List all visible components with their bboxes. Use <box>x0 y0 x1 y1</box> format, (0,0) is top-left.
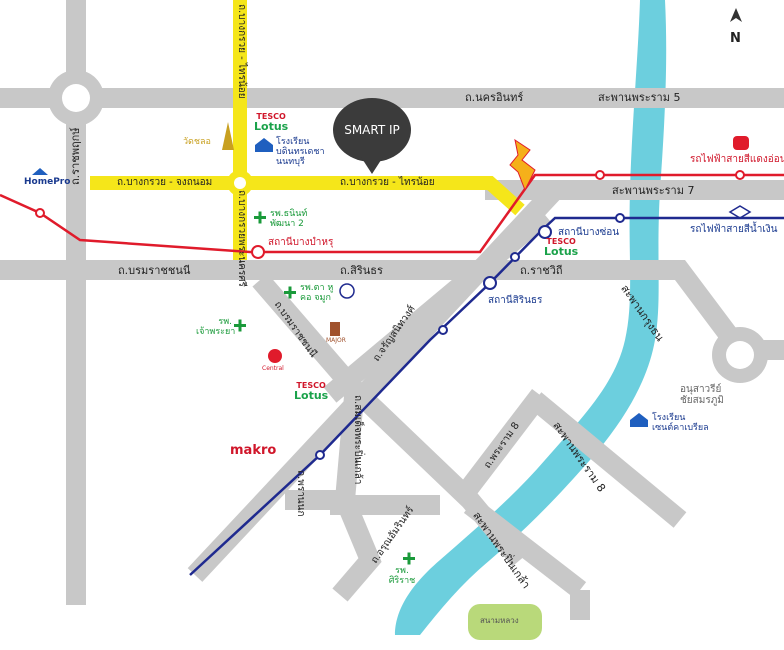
road-phrapinklao-bridge <box>463 497 587 598</box>
line-label-red: รถไฟฟ้าสายสีแดงอ่อน <box>690 154 784 165</box>
tesco-1-bottom: Lotus <box>254 120 289 133</box>
road-rama8-bridge <box>528 392 687 528</box>
road-yellow-horizontal <box>90 176 525 216</box>
road-charansanitwong <box>323 207 552 403</box>
poi-hospital-siriraj: รพ. ศิริราช <box>388 566 416 586</box>
north-label: N <box>730 31 741 46</box>
red-line-stop <box>735 170 745 180</box>
red-line-stop <box>595 170 605 180</box>
red-line-stop <box>35 208 45 218</box>
poi-school-setthabutra: โรงเรียน เซนต์คาเบรียล <box>652 413 709 433</box>
road-label-bangkruai-sainoi: ถ.บางกรวย - ไทรน้อย <box>340 177 435 188</box>
blue-line-stop <box>438 325 448 335</box>
tesco-3-top: TESCO <box>546 237 576 246</box>
sanam-luang-park <box>468 604 542 640</box>
blue-line-stop <box>510 252 520 262</box>
hospital-cross <box>238 319 242 332</box>
blue-line-stop <box>615 213 625 223</box>
roundabout-victory-inner <box>726 341 754 369</box>
road-label-nakarin: ถ.นครอินทร์ <box>465 91 524 104</box>
poi-central: Central <box>262 365 284 372</box>
central-icon <box>268 349 282 363</box>
lightning-icon <box>509 138 536 192</box>
road-label-ratchawithi: ถ.ราชวิถี <box>520 264 563 277</box>
major-icon <box>330 322 340 336</box>
poi-sanamluang: สนามหลวง <box>480 616 519 625</box>
station-label-bangbamru: สถานีบางบำหรุ <box>268 237 334 248</box>
road-label-somdetphrapinklao: ถ.สมเด็จพระปิ่นเกล้า <box>352 395 363 485</box>
road-label-bangkruai-sainoi-vertical: ถ.บางกรวย - ไทรน้อย <box>236 4 247 99</box>
road-rama8-road <box>452 388 548 507</box>
station-label-sirindhorn: สถานีสิรินธร <box>488 295 543 306</box>
road-label-boromratchachonnani: ถ.บรมราชชนนี <box>118 264 191 277</box>
poi-makro: makro <box>230 443 277 458</box>
temple-icon <box>222 122 234 150</box>
poi-school-nonthaburi: โรงเรียน บดินทรเดชา นนทบุรี <box>276 137 325 167</box>
poi-hospital-tawiwat: รพ.ตา หู คอ จมูก <box>300 283 334 303</box>
tesco-2-top: TESCO <box>296 381 326 390</box>
tesco-2-bottom: Lotus <box>294 389 329 402</box>
hospital-cross <box>288 286 292 299</box>
red-train-icon <box>733 136 749 150</box>
poi-hospital-phatthana: รพ.ธนินท์ พัฒนา 2 <box>270 209 308 229</box>
bridge-label-rama5: สะพานพระราม 5 <box>598 91 681 104</box>
road-label-sirindhorn: ถ.สิรินธร <box>340 264 383 277</box>
poi-victory-monument: อนุสาวรีย์ ชัยสมรภูมิ <box>680 384 724 406</box>
blue-line-station-sirindhorn <box>483 276 497 290</box>
tesco-1-top: TESCO <box>256 112 286 121</box>
line-label-blue: รถไฟฟ้าสายสีน้ำเงิน <box>690 224 778 235</box>
station-label-bangson: สถานีบางซ่อน <box>558 227 620 238</box>
road-label-phrannok: ถ.พรานนก <box>295 470 306 517</box>
school-icon-2 <box>630 413 648 427</box>
poi-hospital-chaophraya: รพ. เจ้าพระยา <box>196 317 236 337</box>
bridge-label-rama7: สะพานพระราม 7 <box>612 184 695 197</box>
poi-watchalo: วัดชลอ <box>183 137 211 147</box>
blue-train-icon <box>728 205 752 219</box>
school-icon <box>255 138 273 152</box>
red-line-station-bangbamru <box>251 245 265 259</box>
roundabout-west-inner <box>62 84 90 112</box>
poi-major: MAJOR <box>326 337 346 344</box>
hospital-cross <box>258 211 262 224</box>
smart-ip-marker-pointer <box>361 157 383 174</box>
roundabout-yellow-inner <box>234 177 246 189</box>
smart-ip-marker[interactable]: SMART IP <box>333 98 411 162</box>
north-arrow-icon <box>730 8 742 22</box>
poi-homepro: HomePro <box>24 177 71 187</box>
tesco-3-bottom: Lotus <box>544 245 579 258</box>
blue-line-stop <box>315 450 325 460</box>
road-label-bangkruai-chongthanom: ถ.บางกรวย - จงถนอม <box>117 177 213 188</box>
homepro-icon <box>32 168 48 175</box>
hospital-cross <box>407 552 411 565</box>
t-logo-icon <box>339 283 355 299</box>
chao-phraya-river <box>395 0 667 635</box>
road-somdet <box>332 384 382 602</box>
road-label-bangkruai-south: ถ.บางกรวยพระนครศรี <box>236 190 247 287</box>
blue-line-station-bangson <box>538 225 552 239</box>
road-label-ratchaphruek: ถ.ราชพฤกษ์ <box>69 127 82 185</box>
hospital-crosses <box>234 211 415 565</box>
